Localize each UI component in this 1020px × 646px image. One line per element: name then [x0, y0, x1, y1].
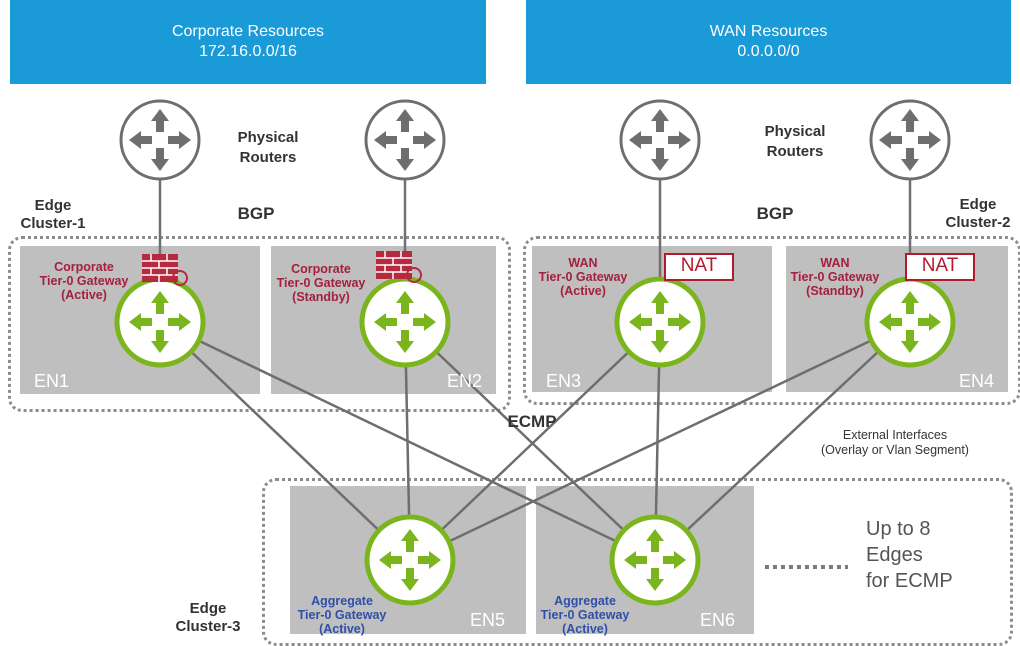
gateway-label-en5: Aggregate Tier-0 Gateway (Active): [297, 594, 387, 636]
physical-routers-label-left: Physical Routers: [237, 129, 299, 166]
wan-resources-banner: WAN Resources 0.0.0.0/0: [526, 0, 1011, 84]
edge-name-en1: EN1: [34, 371, 70, 391]
edge-cluster-2-label: Edge Cluster-2: [945, 196, 1011, 231]
edge-name-en2: EN2: [447, 371, 483, 391]
gateway-label-en4: WAN Tier-0 Gateway (Standby): [790, 256, 880, 298]
physical-router-icon: [619, 99, 701, 181]
physical-router-icon: [364, 99, 446, 181]
gateway-label-en2: Corporate Tier-0 Gateway (Standby): [276, 262, 366, 304]
external-interfaces-label: External Interfaces (Overlay or Vlan Seg…: [821, 428, 969, 457]
edge-name-en4: EN4: [959, 371, 995, 391]
edge-cluster-2: [523, 236, 1020, 405]
edge-cluster-3-label: Edge Cluster-3: [175, 600, 241, 635]
tier0-gateway-icon: [364, 514, 456, 606]
tier0-gateway-icon: [614, 276, 706, 368]
physical-router-icon: [119, 99, 201, 181]
corporate-resources-banner: Corporate Resources 172.16.0.0/16: [10, 0, 486, 84]
edge-name-en5: EN5: [470, 610, 506, 630]
gateway-label-en3: WAN Tier-0 Gateway (Active): [538, 256, 628, 298]
bgp-label-left: BGP: [237, 204, 275, 223]
nat-badge-en3: NAT: [664, 253, 734, 281]
wan-resources-subnet: 0.0.0.0/0: [737, 43, 800, 60]
up-to-8-edges-label: Up to 8 Edges for ECMP: [866, 518, 953, 592]
corporate-resources-subnet: 172.16.0.0/16: [199, 43, 297, 60]
tier0-gateway-icon: [609, 514, 701, 606]
edge-cluster-1-label: Edge Cluster-1: [20, 197, 86, 232]
firewall-icon: [142, 254, 188, 286]
gateway-label-en1: Corporate Tier-0 Gateway (Active): [39, 260, 129, 302]
firewall-icon: [376, 251, 422, 283]
edge-name-en6: EN6: [700, 610, 736, 630]
bgp-label-right: BGP: [756, 204, 794, 223]
nat-badge-en4: NAT: [905, 253, 975, 281]
physical-router-icon: [869, 99, 951, 181]
corporate-resources-title: Corporate Resources: [171, 23, 325, 40]
ecmp-label: ECMP: [507, 412, 557, 431]
physical-routers-label-right: Physical Routers: [764, 123, 826, 160]
wan-resources-title: WAN Resources: [709, 23, 828, 40]
edge-name-en3: EN3: [546, 371, 582, 391]
gateway-label-en6: Aggregate Tier-0 Gateway (Active): [540, 594, 630, 636]
edge-cluster-1: [8, 236, 511, 412]
